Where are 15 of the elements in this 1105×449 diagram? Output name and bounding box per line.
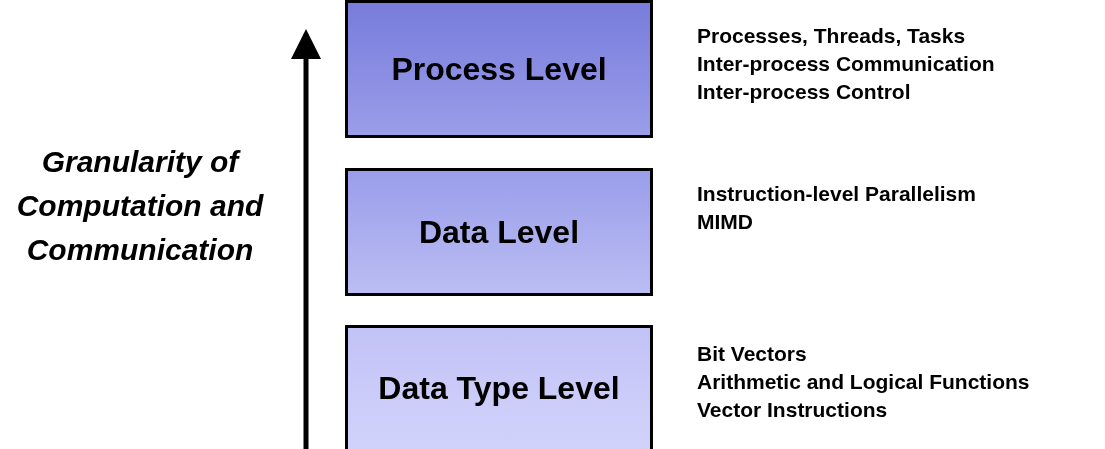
level-description: MIMD (697, 209, 754, 235)
level-title: Process Level (391, 50, 607, 88)
level-description: Arithmetic and Logical Functions (697, 369, 1030, 395)
axis-label: Granularity of Computation and Communication (15, 144, 265, 268)
level-title: Data Type Level (378, 370, 620, 407)
level-description: Inter-process Communication (697, 51, 995, 77)
level-description: Processes, Threads, Tasks (697, 23, 967, 49)
level-description: Vector Instructions (697, 397, 889, 423)
level-box (345, 325, 653, 449)
level-box (345, 0, 653, 138)
level-description: Instruction-level Parallelism (697, 181, 976, 207)
level-box (345, 168, 653, 296)
level-description: Inter-process Control (697, 79, 912, 105)
level-description: Bit Vectors (697, 341, 808, 367)
level-title: Data Level (418, 213, 580, 251)
